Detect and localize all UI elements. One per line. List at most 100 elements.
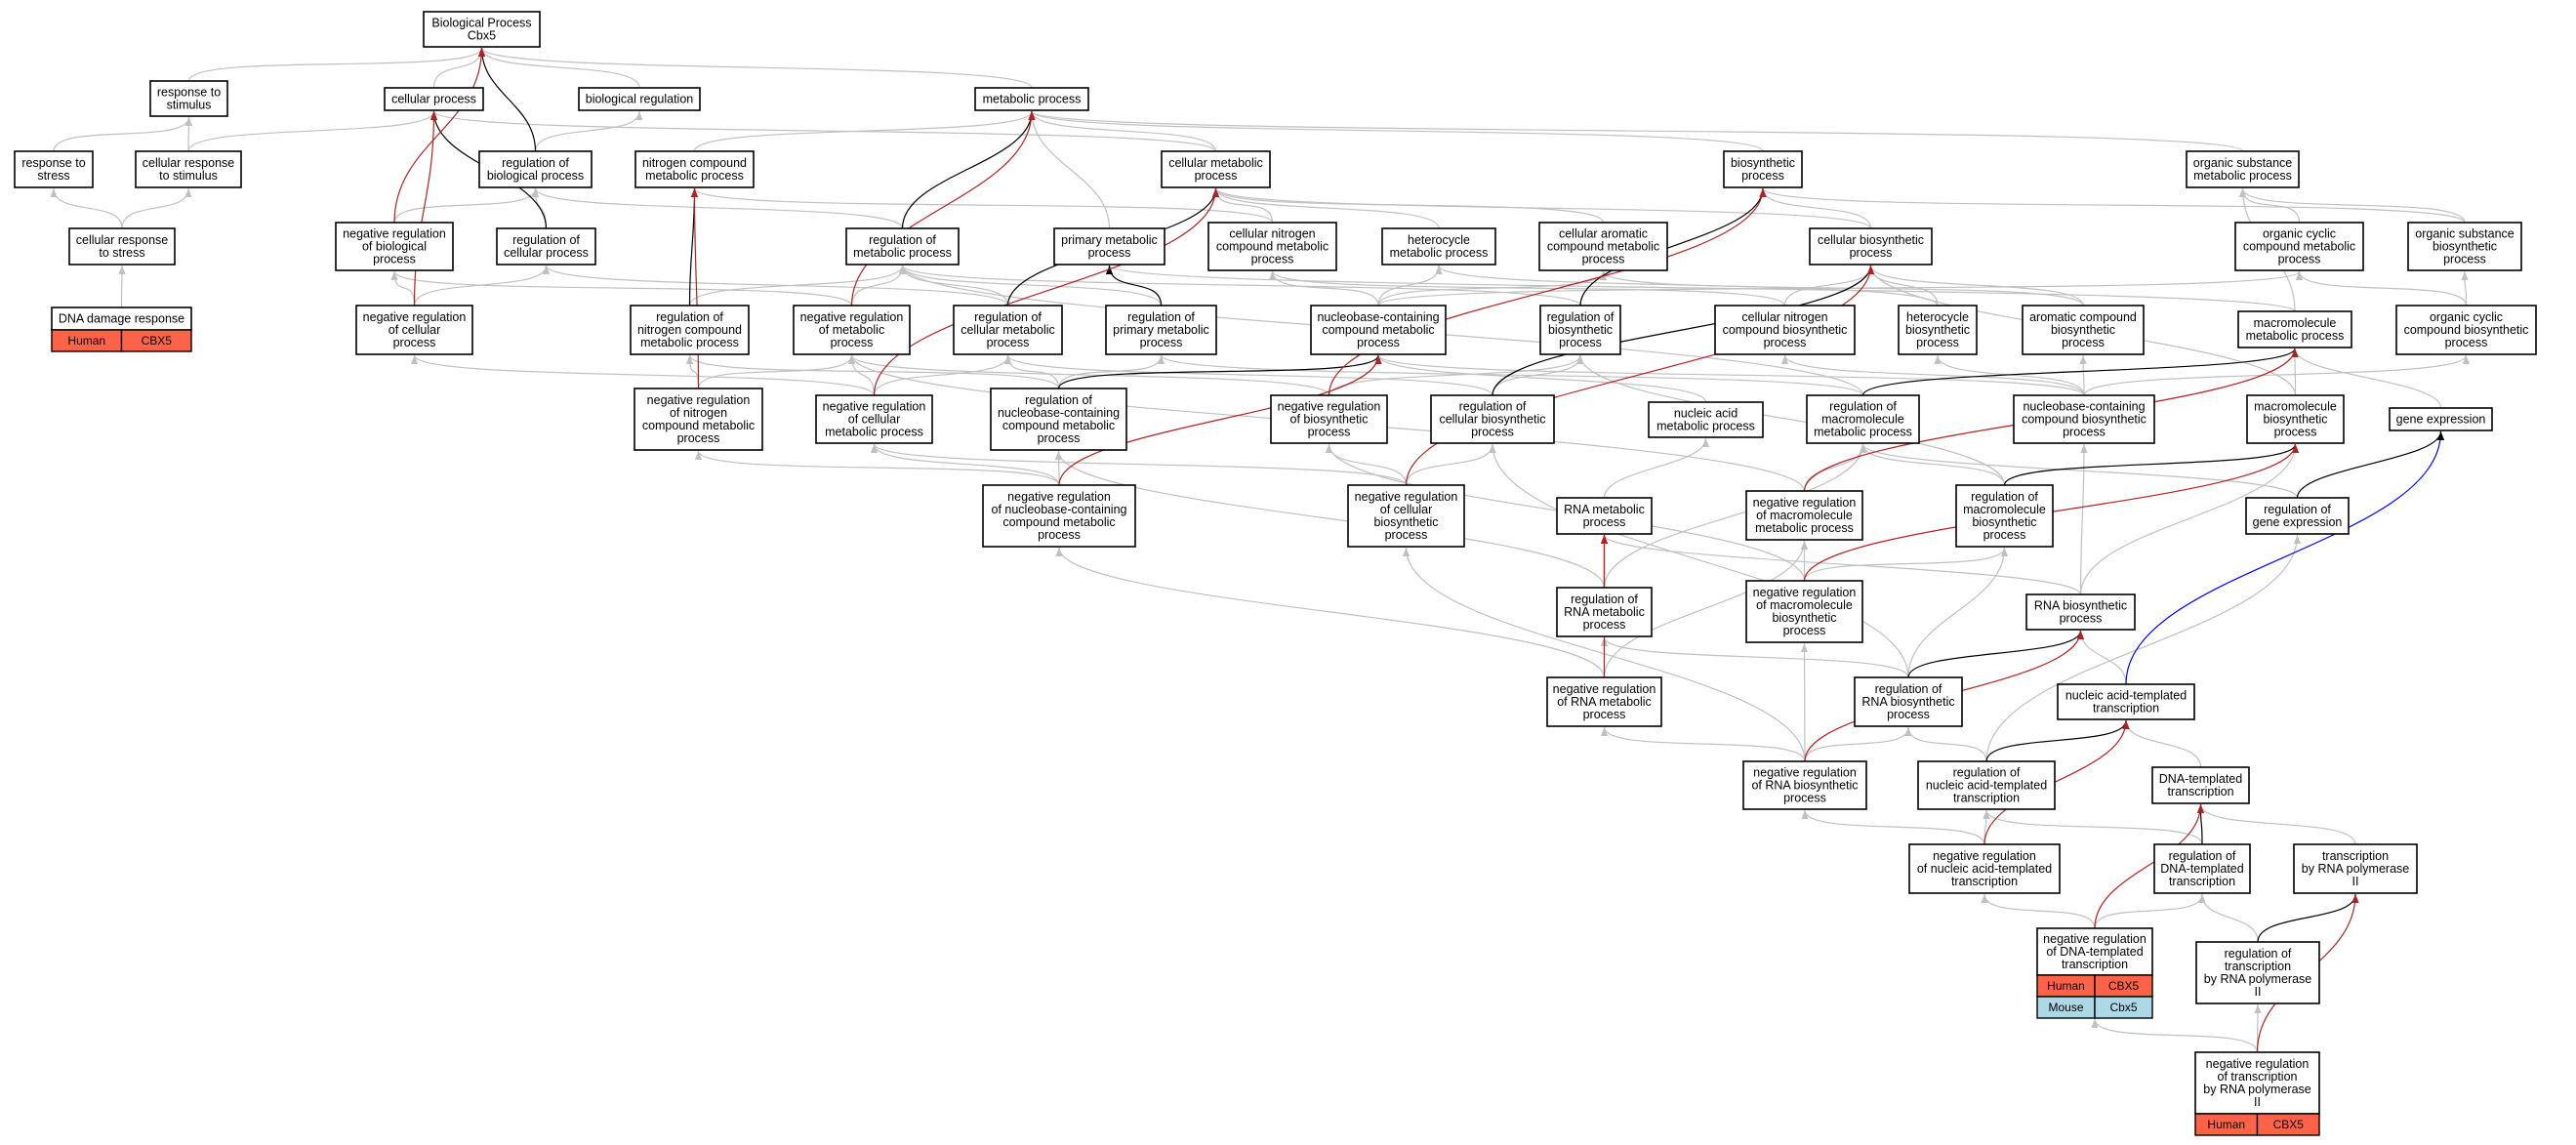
node-label: macromolecule — [1821, 413, 1904, 427]
node-label: process — [1038, 528, 1081, 542]
node-label: nucleic acid-templated — [1926, 779, 2047, 793]
edge-is-a — [1374, 354, 2085, 396]
edge-is-a — [1907, 547, 2009, 678]
node-box — [793, 305, 911, 355]
node-label: of nucleic acid-templated — [1917, 862, 2052, 876]
edge-negatively-regulates — [690, 187, 700, 389]
node-label: process — [2062, 336, 2105, 349]
edge-is-a — [898, 265, 1163, 307]
node-label: regulation of — [1875, 682, 1942, 696]
node-label: compound metabolic — [1002, 419, 1115, 432]
node-box — [2195, 941, 2320, 1004]
node-label: heterocycle — [1906, 310, 1969, 324]
edge-is-a — [1003, 354, 1060, 389]
node-box — [1105, 305, 1217, 355]
edge-is-a — [1803, 443, 1867, 492]
node-box — [384, 87, 484, 111]
node-box — [1556, 497, 1653, 535]
edge-negatively-regulates — [413, 110, 438, 307]
node-label: primary metabolic — [1061, 233, 1158, 247]
node-label: process — [1038, 431, 1081, 445]
node-label: compound metabolic — [642, 419, 755, 432]
node-label: negative regulation — [1278, 400, 1381, 414]
edge-is-a — [697, 354, 856, 389]
node-label: metabolic process — [825, 426, 923, 439]
edge-is-a — [1603, 437, 1710, 499]
edge-is-a — [1759, 187, 1872, 229]
node-label: regulation of — [1547, 310, 1615, 324]
node-box — [1556, 587, 1653, 637]
node-label: cellular process — [391, 93, 476, 106]
node-label: DNA-templated — [2159, 772, 2242, 786]
edge-is-a — [1054, 450, 1606, 589]
edge-is-a — [898, 265, 1009, 307]
edge-is-a — [534, 110, 643, 152]
node-label: nitrogen compound — [642, 156, 747, 170]
node-label: compound metabolic — [1002, 515, 1115, 529]
node-label: heterocycle — [1408, 233, 1470, 247]
node-label: process — [2063, 426, 2106, 439]
node-label: response to — [157, 86, 221, 100]
node-box — [1806, 394, 1920, 444]
node-box — [1381, 227, 1496, 266]
edge-is-a — [1405, 443, 1496, 486]
node-box — [1723, 150, 1803, 188]
node-box — [1648, 401, 1764, 438]
edge-is-a — [1328, 354, 1584, 396]
node-label: response to — [21, 156, 85, 170]
edge-is-a — [848, 354, 1330, 396]
edge-regulates — [901, 110, 1036, 229]
node-label: regulation of — [656, 310, 723, 324]
node-box — [423, 11, 541, 48]
node-label: process — [1583, 708, 1626, 721]
edge-is-a — [2238, 187, 2466, 224]
node-box — [1207, 222, 1337, 271]
node-box — [974, 87, 1089, 111]
edge-is-a — [2295, 270, 2468, 307]
node-box — [845, 227, 960, 266]
edge-is-a — [899, 265, 1581, 307]
node-label: compound biosynthetic — [2022, 413, 2147, 427]
node-label: metabolic process — [1390, 246, 1489, 260]
node-label: organic cyclic — [2430, 310, 2503, 324]
edge-is-a — [1603, 540, 1809, 678]
node-label: process — [1385, 528, 1428, 542]
node-label: regulation of — [869, 233, 936, 247]
edge-is-a — [184, 116, 193, 152]
gene-label: CBX5 — [2273, 1118, 2305, 1131]
edge-is-a — [686, 354, 1060, 389]
edge-is-a — [1860, 443, 2299, 499]
node-label: DNA damage response — [59, 312, 184, 326]
node-box — [1809, 227, 1933, 266]
edge-is-a — [2291, 348, 2442, 409]
node-label: Biological Process — [431, 17, 531, 30]
node-label: regulation of — [1971, 490, 2038, 504]
edge-is-a — [1600, 270, 2084, 307]
edge-regulates — [1492, 265, 1875, 396]
node-label: regulation of — [1127, 310, 1195, 324]
edge-is-a — [1576, 354, 2006, 486]
node-box — [2025, 593, 2136, 631]
node-label: regulation of — [1571, 593, 1638, 606]
node-label: process — [831, 336, 874, 349]
node-label: process — [1471, 426, 1514, 439]
node-label: by RNA polymerase — [2204, 972, 2312, 986]
node-label: process — [2274, 426, 2317, 439]
node-box — [1347, 484, 1465, 548]
